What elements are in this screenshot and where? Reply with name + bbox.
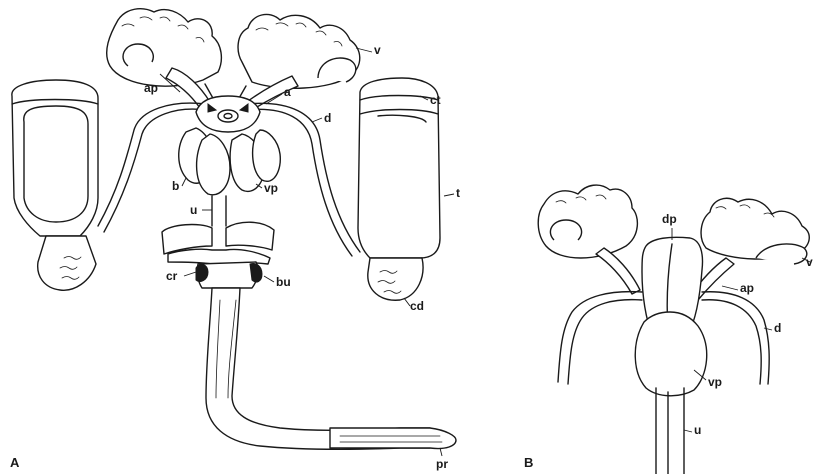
seminal-vesicle-left bbox=[107, 9, 222, 86]
label-b-dp: dp bbox=[662, 213, 677, 225]
testis-right bbox=[358, 78, 440, 300]
label-b-u: u bbox=[694, 424, 701, 436]
bladder-neck bbox=[196, 96, 260, 132]
panel-a-drawing bbox=[12, 9, 456, 456]
bulbourethral-region bbox=[162, 222, 274, 288]
vesicle-b-right bbox=[701, 198, 809, 264]
label-a-t: t bbox=[456, 187, 460, 199]
panel-label-b: B bbox=[524, 456, 533, 469]
label-a-u: u bbox=[190, 204, 197, 216]
label-a-d: d bbox=[324, 112, 331, 124]
panel-b-drawing bbox=[538, 185, 810, 474]
seminal-vesicle-right bbox=[238, 14, 360, 88]
label-a-v: v bbox=[374, 44, 381, 56]
label-b-v: v bbox=[806, 256, 813, 268]
label-b-d: d bbox=[774, 322, 781, 334]
vesicle-b-left bbox=[538, 185, 637, 258]
label-b-vp: vp bbox=[708, 376, 722, 388]
label-a-bu: bu bbox=[276, 276, 291, 288]
label-a-cd: cd bbox=[410, 300, 424, 312]
ampullary-gland-b-left bbox=[596, 248, 640, 294]
label-a-ct: ct bbox=[430, 94, 441, 106]
testis-left bbox=[12, 80, 98, 290]
label-a-b: b bbox=[172, 180, 179, 192]
label-a-vp: vp bbox=[264, 182, 278, 194]
ventral-prostate-b bbox=[635, 312, 706, 396]
label-a-ap: ap bbox=[144, 82, 158, 94]
panel-label-a: A bbox=[10, 456, 19, 469]
urethra-a bbox=[212, 196, 226, 226]
label-a-a: a bbox=[284, 86, 291, 98]
penis-shaft bbox=[206, 288, 430, 449]
label-a-pr: pr bbox=[436, 458, 448, 470]
label-b-ap: ap bbox=[740, 282, 754, 294]
label-a-cr: cr bbox=[166, 270, 177, 282]
penis-tip bbox=[330, 428, 456, 449]
